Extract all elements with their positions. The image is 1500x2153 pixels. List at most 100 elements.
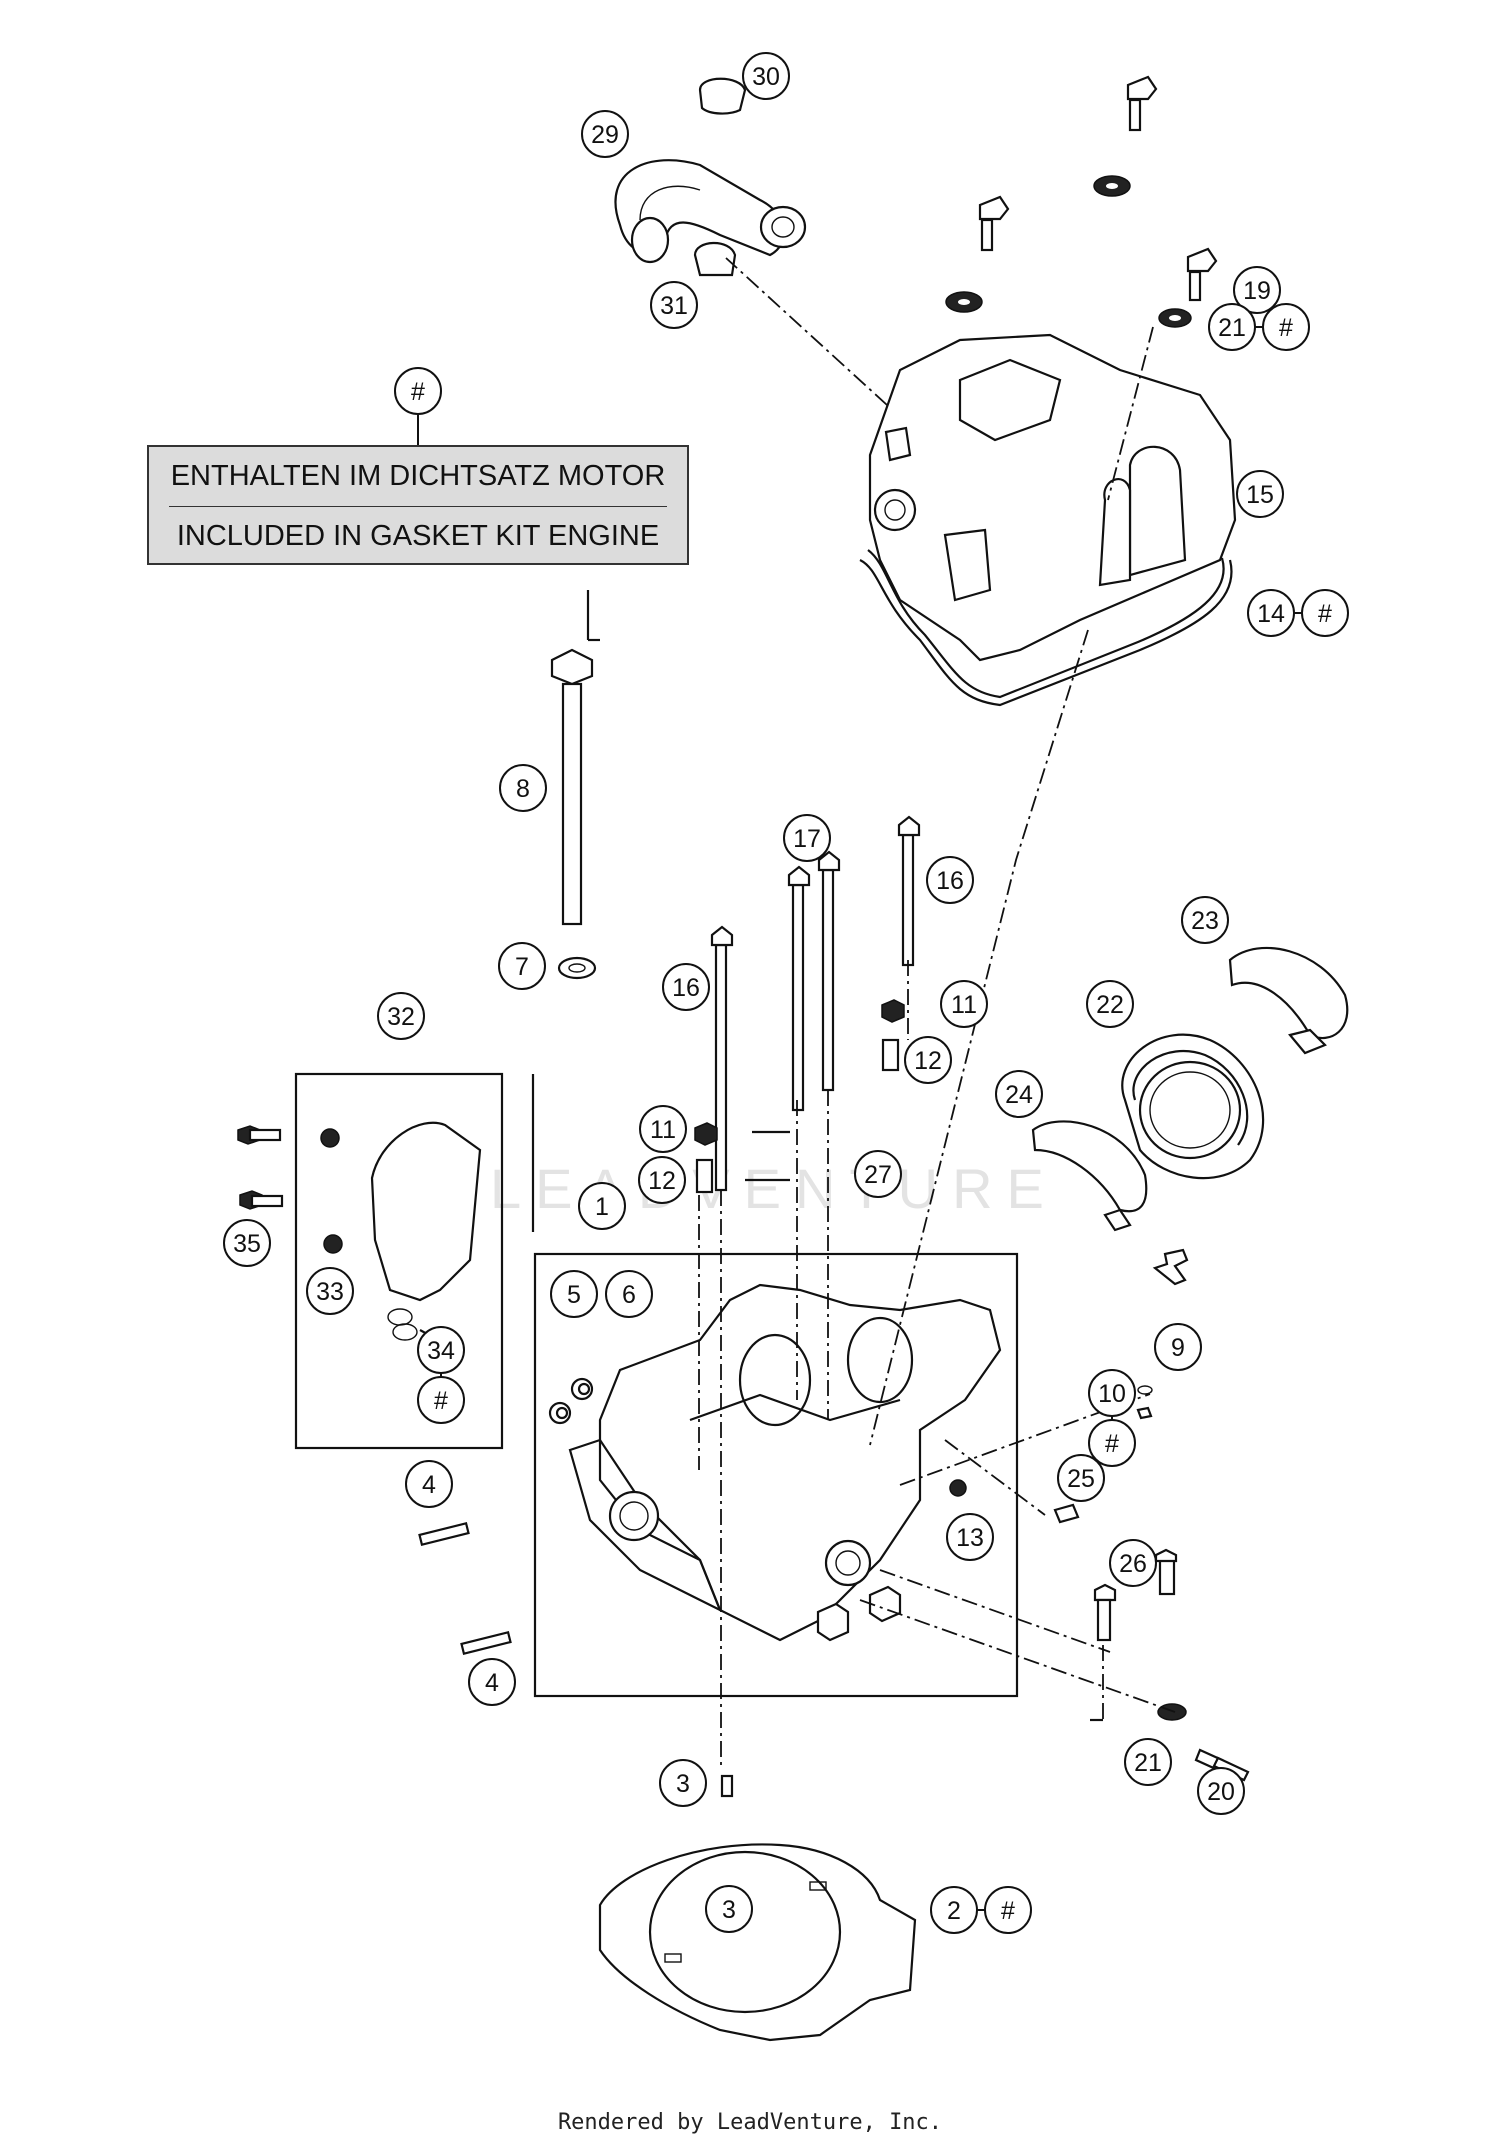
callout-23-label: 23 [1191,907,1219,935]
callout-20-circle [1197,1767,1245,1815]
watermark: LEADVENTURE [490,1157,1058,1220]
callout-7-label: 7 [515,953,529,981]
callout-4-circle [405,1460,453,1508]
callout-30-circle [742,52,790,100]
callout-13-circle [946,1513,994,1561]
callout-26: 26 [1109,1539,1157,1587]
callout-22: 22 [1086,980,1134,1028]
callout-15: 15 [1236,470,1284,518]
callout-30: 30 [742,52,790,100]
callout-12-circle [638,1156,686,1204]
legend-divider [169,506,667,507]
callout-24-label: 24 [1005,1081,1033,1109]
callout-13: 13 [946,1513,994,1561]
valve-cover [859,333,1237,707]
callout-3-circle [705,1885,753,1933]
callout-3: 3 [659,1759,707,1807]
callout-24: 24 [995,1070,1043,1118]
gasket-kit-marker: # [1262,303,1310,351]
callout-16: 16 [662,963,710,1011]
callout-9-circle [1154,1323,1202,1371]
callout-17: 17 [783,814,831,862]
callout-12: 12 [638,1156,686,1204]
callout-13-label: 13 [956,1524,984,1552]
callout-1-label: 1 [595,1193,609,1221]
gasket-kit-marker-circle [1088,1419,1136,1467]
gasket-kit-marker: # [984,1886,1032,1934]
callout-35: 35 [223,1219,271,1267]
callout-7-circle [498,942,546,990]
callout-4: 4 [405,1460,453,1508]
callout-22-circle [1086,980,1134,1028]
callout-33-circle [306,1267,354,1315]
callout-3-label: 3 [722,1896,736,1924]
callout-12-label: 12 [914,1047,942,1075]
part-1-group-frame [533,1252,1019,1698]
cylinder-head-bolt [550,648,597,980]
callout-6-label: 6 [622,1281,636,1309]
callout-34: 34 [417,1326,465,1374]
callout-30-label: 30 [752,63,780,91]
callout-31: 31 [650,281,698,329]
small-parts [237,1125,1250,1888]
callout-16-label: 16 [672,974,700,1002]
callout-2-label: 2 [947,1897,961,1925]
callout-24-circle [995,1070,1043,1118]
callout-11: 11 [639,1105,687,1153]
callout-23: 23 [1181,896,1229,944]
callout-19-circle [1233,266,1281,314]
callout-25-circle [1057,1454,1105,1502]
callout-21-label: 21 [1218,314,1246,342]
gasket-kit-marker-circle [417,1376,465,1424]
legend-text-en: INCLUDED IN GASKET KIT ENGINE [176,520,660,552]
callout-33-label: 33 [316,1278,344,1306]
callout-35-circle [223,1219,271,1267]
callout-21-label: 21 [1134,1749,1162,1777]
breather-hose-group [614,77,807,277]
callout-layer: 3029311921#1514#871716161112111223222432… [223,52,1349,1934]
callout-20: 20 [1197,1767,1245,1815]
gasket-kit-marker-circle [1301,589,1349,637]
callout-27-circle [854,1150,902,1198]
callout-23-circle [1181,896,1229,944]
gasket-kit-marker-label: # [1279,314,1293,342]
callout-8: 8 [499,764,547,812]
callout-17-label: 17 [793,825,821,853]
callout-21: 21 [1124,1738,1172,1786]
head-gasket [598,1843,917,2042]
callout-22-label: 22 [1096,991,1124,1019]
callout-15-label: 15 [1246,481,1274,509]
gasket-kit-marker-label: # [434,1387,448,1415]
callout-6: 6 [605,1270,653,1318]
callout-25: 25 [1057,1454,1105,1502]
gasket-kit-marker: # [1301,589,1349,637]
callout-16-label: 16 [936,867,964,895]
callout-8-circle [499,764,547,812]
callout-1-circle [578,1182,626,1230]
callout-27: 27 [854,1150,902,1198]
gasket-kit-marker-circle [984,1886,1032,1934]
callout-11: 11 [940,980,988,1028]
bracket-group-32 [294,1072,504,1450]
cylinder-head [568,1283,1002,1642]
callout-34-label: 34 [427,1337,455,1365]
callout-31-circle [650,281,698,329]
legend-marker-label: # [411,378,425,406]
callout-26-circle [1109,1539,1157,1587]
callout-8-label: 8 [516,775,530,803]
callout-12: 12 [904,1036,952,1084]
callout-29-label: 29 [591,121,619,149]
callout-4-circle [468,1658,516,1706]
callout-15-circle [1236,470,1284,518]
gasket-kit-marker: # [1088,1419,1136,1467]
gasket-kit-marker-label: # [1318,600,1332,628]
callout-4-label: 4 [422,1471,436,1499]
callout-21: 21 [1208,303,1256,351]
gasket-kit-marker-label: # [1105,1430,1119,1458]
bolts-top [945,75,1218,328]
callout-5: 5 [550,1270,598,1318]
callout-33: 33 [306,1267,354,1315]
callout-2: 2 [930,1886,978,1934]
callout-11-circle [940,980,988,1028]
